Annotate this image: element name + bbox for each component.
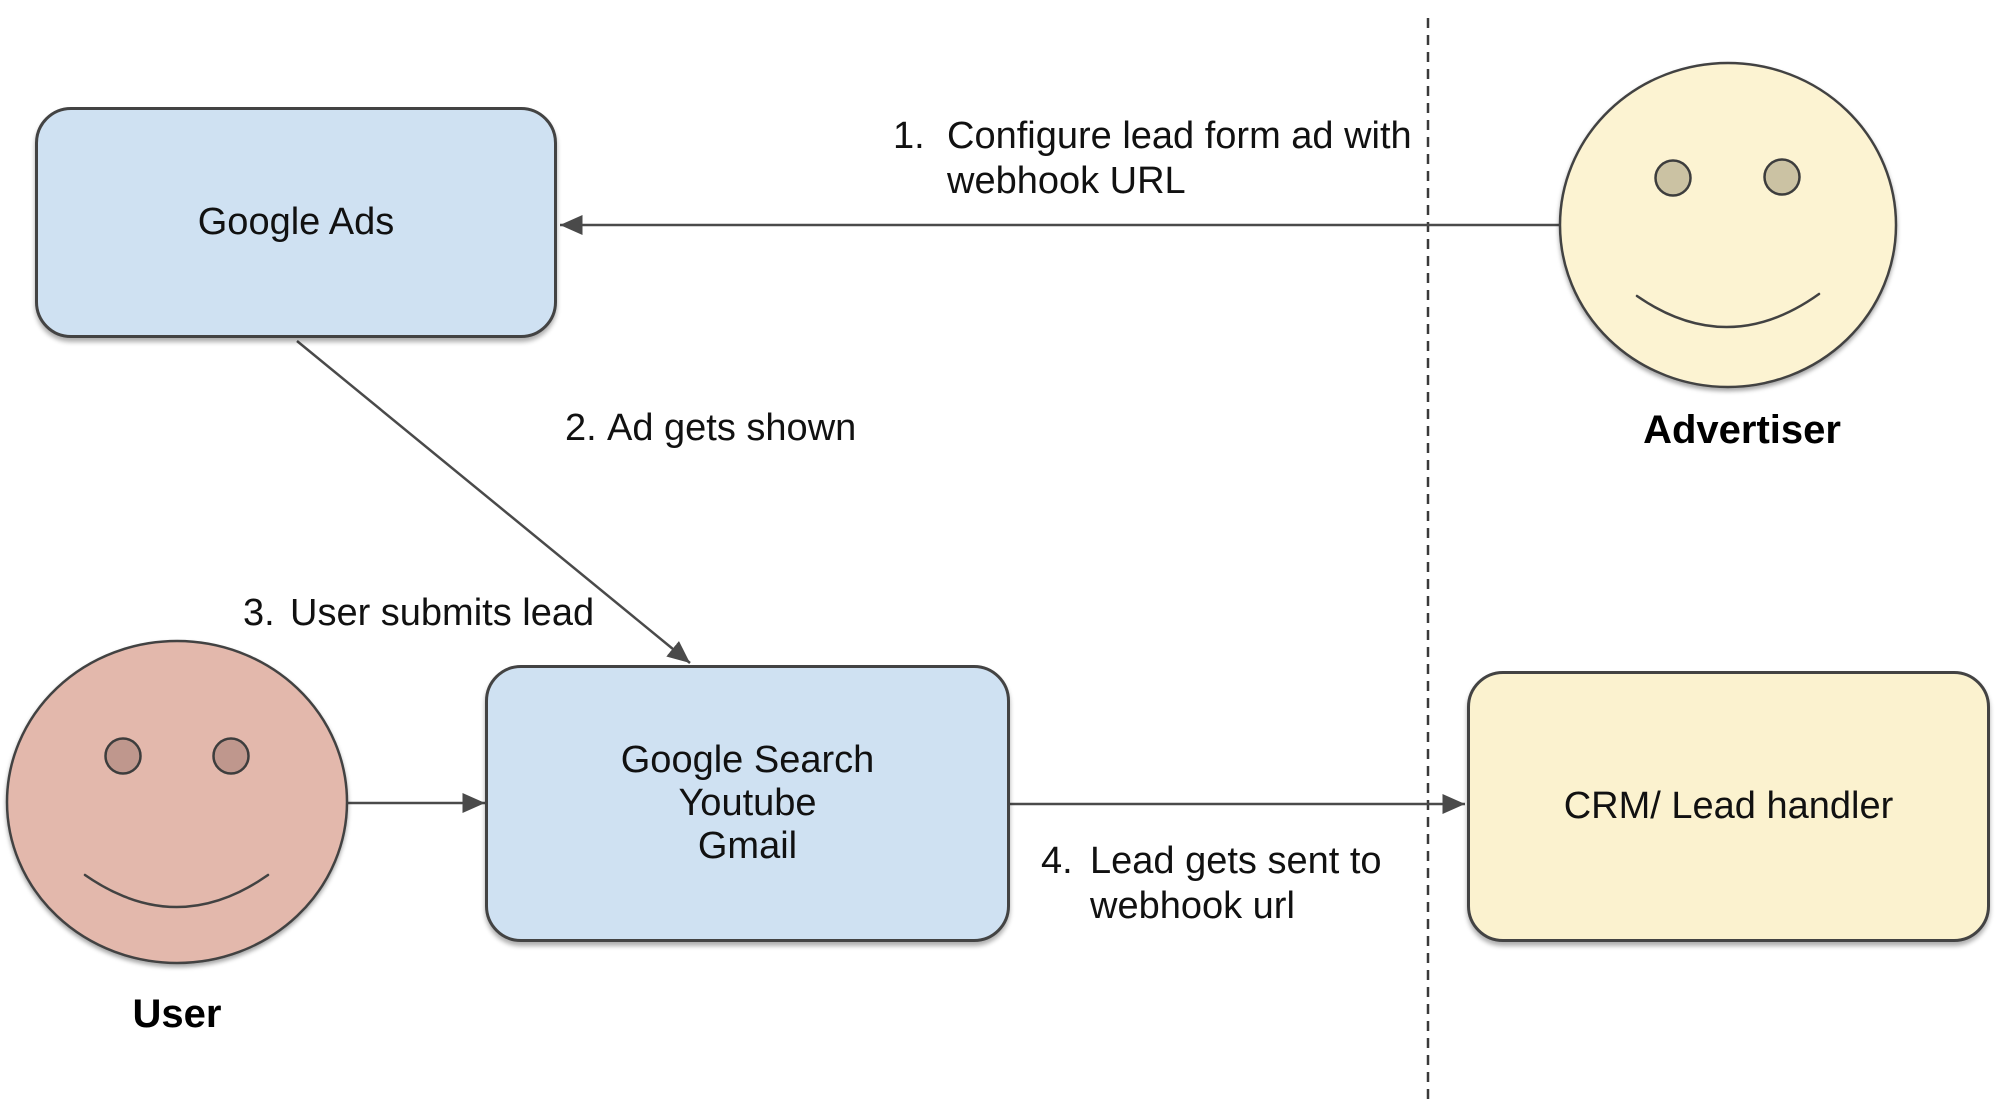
user-face — [5, 639, 349, 965]
step-2-text: Ad gets shown — [607, 407, 857, 449]
advertiser-face-circle — [1558, 61, 1898, 389]
step-1-number: 1. — [893, 115, 925, 157]
advertiser-face — [1558, 61, 1898, 389]
user-label: User — [132, 992, 222, 1036]
step-4-number: 4. — [1041, 840, 1073, 882]
google-channels-node: Google Search Youtube Gmail — [485, 665, 1010, 942]
step-3-text: User submits lead — [290, 592, 595, 634]
step-2-label: 2. Ad gets shown — [565, 406, 856, 451]
step-1-text: Configure lead form ad with webhook URL — [947, 115, 1412, 202]
advertiser-label: Advertiser — [1643, 408, 1841, 452]
google-ads-node: Google Ads — [35, 107, 557, 338]
advertiser-smile — [1635, 292, 1821, 329]
step-4-text: Lead gets sent to webhook url — [1090, 840, 1382, 927]
user-face-circle — [5, 639, 349, 965]
step-4-label: 4. Lead gets sent to webhook url — [1041, 839, 1382, 929]
crm-lead-handler-node: CRM/ Lead handler — [1467, 671, 1990, 942]
step-1-label: 1. Configure lead form ad with webhook U… — [893, 114, 1412, 204]
user-left-eye — [104, 737, 142, 775]
step-3-number: 3. — [243, 592, 275, 634]
step-3-label: 3. User submits lead — [243, 591, 594, 636]
advertiser-right-eye — [1763, 158, 1801, 196]
step-2-number: 2. — [565, 407, 597, 449]
user-right-eye — [212, 737, 250, 775]
user-smile — [83, 873, 270, 909]
advertiser-left-eye — [1654, 159, 1692, 197]
arrow-ad-gets-shown — [296, 340, 691, 664]
